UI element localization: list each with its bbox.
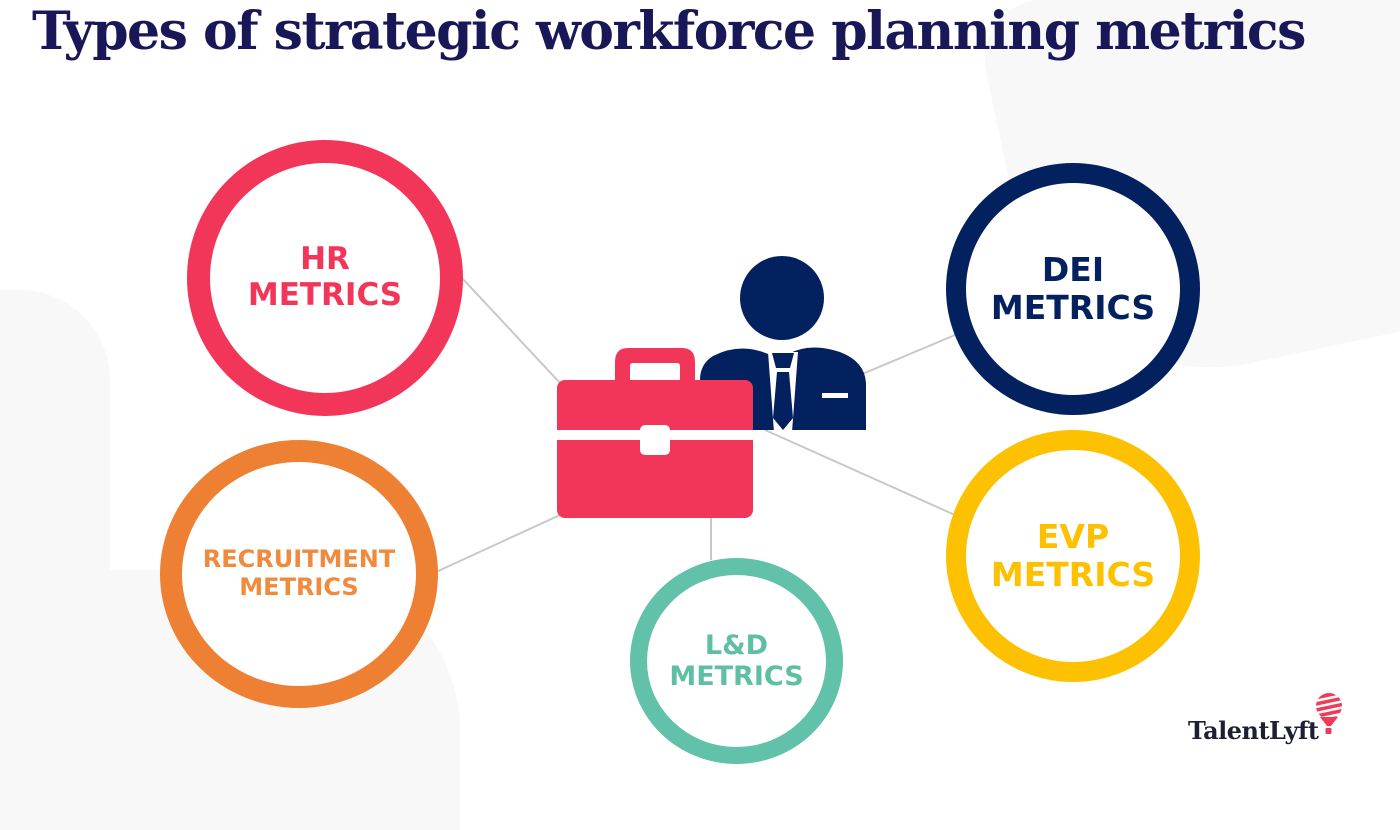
connector-evp: [764, 429, 956, 516]
node-label-line2: METRICS: [247, 277, 403, 313]
node-label-line1: EVP: [1036, 517, 1110, 557]
connector-recruitment: [435, 514, 561, 573]
connector-dei: [859, 334, 956, 376]
node-label-line2: METRICS: [990, 555, 1156, 594]
center-illustration: [557, 256, 866, 518]
node-recruitment-metrics: RECRUITMENT METRICS: [160, 440, 438, 708]
logo-text: TalentLyft: [1188, 716, 1319, 745]
node-ld-metrics: L&D METRICS: [630, 558, 843, 764]
node-dei-metrics: DEI METRICS: [946, 163, 1200, 415]
node-hr-metrics: HR METRICS: [187, 140, 463, 416]
talentlyft-logo: TalentLyft: [1188, 690, 1346, 745]
node-label-line1: L&D: [704, 629, 769, 661]
connector-hr: [461, 277, 561, 384]
node-evp-metrics: EVP METRICS: [946, 430, 1200, 682]
node-label-line1: RECRUITMENT: [202, 545, 396, 574]
node-label-line2: METRICS: [669, 661, 804, 692]
page-title: Types of strategic workforce planning me…: [32, 1, 1306, 62]
node-label-line2: METRICS: [990, 288, 1156, 327]
connector-lines: [435, 277, 956, 573]
node-label-line1: DEI: [1041, 250, 1105, 290]
node-label-line2: METRICS: [239, 573, 359, 601]
hot-air-balloon-icon: [1316, 693, 1343, 734]
node-label-line1: HR: [300, 241, 350, 278]
briefcase-icon: [557, 348, 753, 518]
